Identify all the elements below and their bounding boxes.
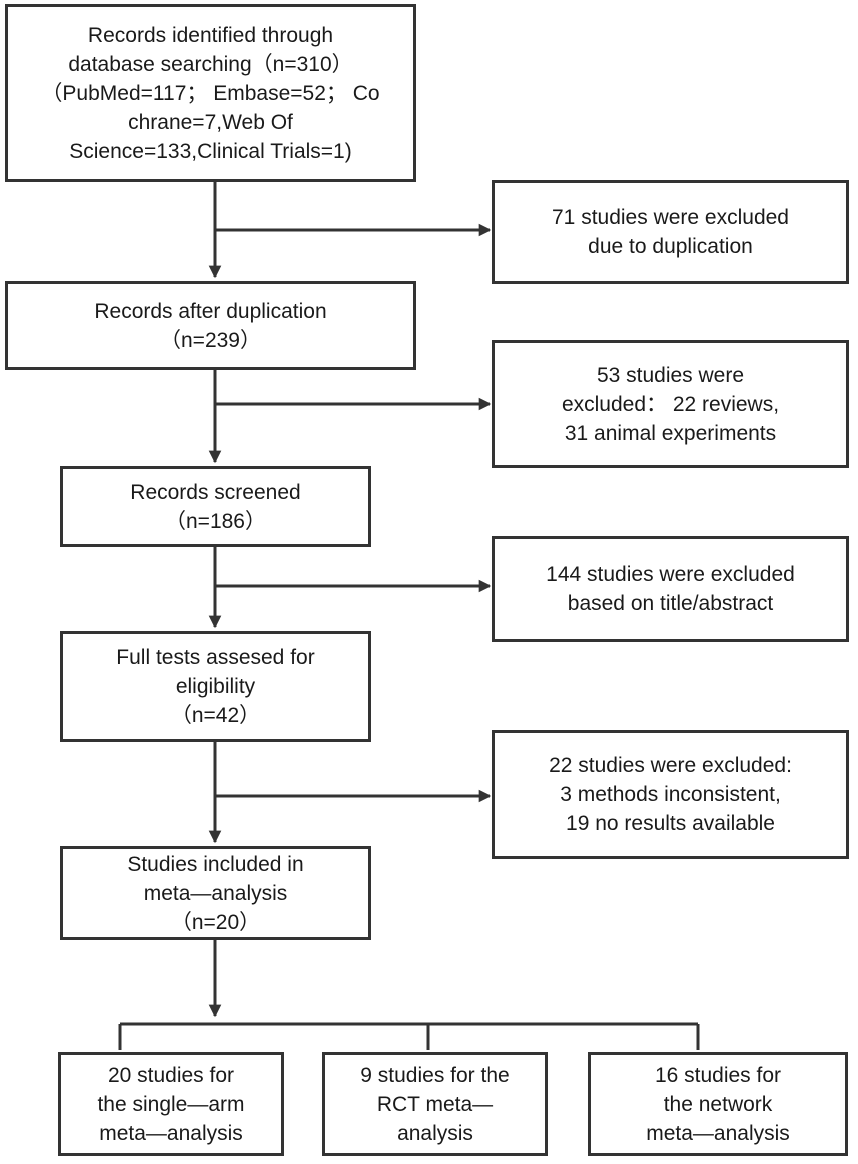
rct-box: 9 studies for the RCT meta— analysis <box>322 1052 548 1156</box>
excluded-fulltext-line-3: 19 no results available <box>566 812 775 835</box>
records-after-duplication-box: Records after duplication （n=239） <box>5 281 416 370</box>
full-text-line-3: （n=42） <box>170 704 261 727</box>
excluded-fulltext-line-2: 3 methods inconsistent, <box>560 783 781 806</box>
rct-line-3: analysis <box>397 1121 473 1145</box>
after-duplication-line-1: Records after duplication <box>94 299 327 323</box>
excluded-reviews-line-1: 53 studies were <box>596 363 745 387</box>
excluded-duplication-box: 71 studies were excluded due to duplicat… <box>492 180 849 284</box>
excluded-title-box: 144 studies were excluded based on title… <box>492 536 849 642</box>
after-duplication-line-2: （n=239） <box>160 328 261 352</box>
included-line-1: Studies included in <box>127 852 304 876</box>
records-identified-box: Records identified through database sear… <box>5 4 416 182</box>
screened-line-2: （n=186） <box>165 509 266 533</box>
single-arm-box: 20 studies for the single—arm meta—analy… <box>58 1052 284 1156</box>
network-line-2: the network <box>663 1092 773 1116</box>
excluded-fulltext-box: 22 studies were excluded: 3 methods inco… <box>492 730 849 859</box>
excluded-duplication-line-1: 71 studies were excluded <box>552 206 789 229</box>
records-identified-line-5: Science=133,Clinical Trials=1) <box>69 139 352 163</box>
single-arm-line-2: the single—arm <box>97 1092 245 1116</box>
records-identified-line-2: database searching（n=310） <box>68 52 353 76</box>
single-arm-line-3: meta—analysis <box>99 1121 243 1145</box>
network-line-1: 16 studies for <box>654 1063 782 1087</box>
excluded-reviews-line-3: 31 animal experiments <box>564 421 777 445</box>
excluded-title-line-1: 144 studies were excluded <box>546 563 795 586</box>
screened-line-1: Records screened <box>130 480 301 504</box>
studies-included-box: Studies included in meta—analysis （n=20） <box>60 846 371 940</box>
records-screened-box: Records screened （n=186） <box>60 466 371 547</box>
records-identified-line-3: （PubMed=117； Embase=52； Co <box>41 81 380 105</box>
single-arm-line-1: 20 studies for <box>107 1063 235 1087</box>
included-line-3: （n=20） <box>170 910 261 934</box>
excluded-title-line-2: based on title/abstract <box>567 592 774 615</box>
excluded-reviews-line-2: excluded： 22 reviews, <box>561 392 780 416</box>
network-box: 16 studies for the network meta—analysis <box>588 1052 848 1156</box>
excluded-fulltext-line-1: 22 studies were excluded: <box>549 754 792 777</box>
full-text-line-1: Full tests assesed for <box>116 646 315 669</box>
excluded-reviews-box: 53 studies were excluded： 22 reviews, 31… <box>492 340 849 468</box>
network-line-3: meta—analysis <box>646 1121 790 1145</box>
rct-line-1: 9 studies for the <box>360 1063 510 1087</box>
records-identified-line-1: Records identified through <box>87 23 334 47</box>
records-identified-line-4: chrane=7,Web Of <box>128 110 293 134</box>
full-text-box: Full tests assesed for eligibility （n=42… <box>60 631 371 742</box>
included-line-2: meta—analysis <box>143 881 288 905</box>
full-text-line-2: eligibility <box>175 675 256 698</box>
rct-line-2: RCT meta— <box>376 1092 494 1116</box>
excluded-duplication-line-2: due to duplication <box>588 235 753 258</box>
